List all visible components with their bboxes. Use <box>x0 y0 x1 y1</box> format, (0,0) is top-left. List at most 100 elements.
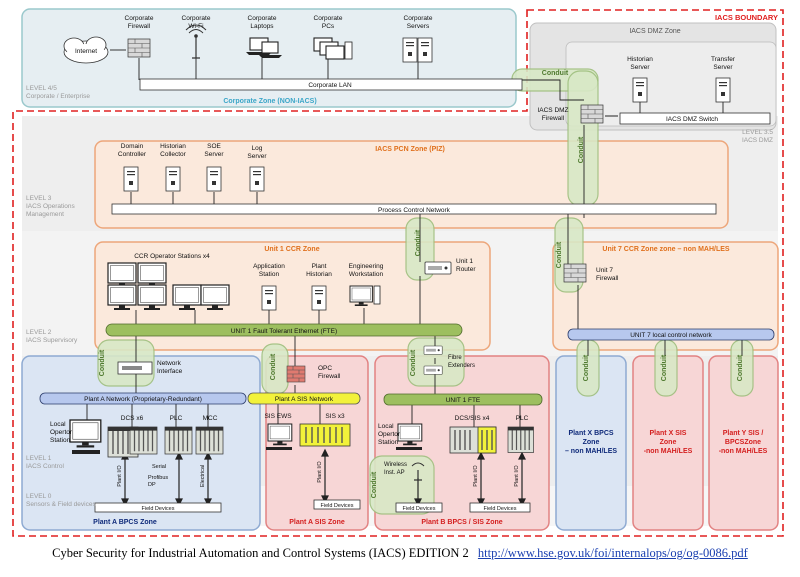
laptops-icon <box>246 37 282 58</box>
plant-a-serial-label: Serial <box>152 464 166 470</box>
conduit-label: Conduit <box>556 241 563 268</box>
plant-a-sis-network-bus <box>247 392 361 405</box>
plant-b-plant-io-label: Plant I/O <box>514 465 520 487</box>
unit1-operator-stations-label: CCR Operator Stations x4 <box>134 253 210 260</box>
plant-historian-icon <box>311 285 327 311</box>
caption-link[interactable]: http://www.hse.gov.uk/foi/internalops/og… <box>477 546 748 560</box>
conduit-plant-b <box>407 337 465 387</box>
plc-cabinet-icon <box>164 426 193 455</box>
dmz-firewall-icon <box>580 104 604 124</box>
figure-caption: Cyber Security for Industrial Automation… <box>0 546 800 561</box>
soe-server-icon <box>206 166 222 192</box>
corporate-internet-label: Internet <box>75 48 97 55</box>
zones-unit1-ccr-label: Unit 1 CCR Zone <box>264 246 319 253</box>
dcs-sis-cabinet-icon <box>449 426 497 454</box>
plant-b-network-label: UNIT 1 FTE <box>446 397 481 404</box>
zones-plant-a-bpcs-label: Plant A BPCS Zone <box>93 519 157 526</box>
buses <box>39 78 775 513</box>
plant-b-field-devices-label: Field Devices <box>402 506 435 512</box>
unit7-network-label: UNIT 7 local control network <box>630 332 712 339</box>
corporate-lan-bus <box>139 78 523 91</box>
plant-a-sis-network-label: Plant A SIS Network <box>275 396 334 403</box>
connection-lines <box>86 49 743 427</box>
sis-ews-icon <box>266 423 293 450</box>
plant-b-plc-label: PLC <box>516 415 529 422</box>
dmz-switch-label: IACS DMZ Switch <box>666 116 718 123</box>
plant-a-dcs-label: DCS x6 <box>121 415 144 422</box>
conduit-label: Conduit <box>410 349 417 376</box>
dmz-switch-bus <box>619 112 771 125</box>
plant-a-plant-io-label: Plant I/O <box>117 465 123 487</box>
historian-server-icon <box>632 77 648 103</box>
boundary-label-label: IACS BOUNDARY <box>715 13 778 22</box>
plant-b-field-devices-label: Field Devices <box>483 506 516 512</box>
corporate-pcs-icon <box>313 37 353 60</box>
plant-a-field-devices-label: Field Devices <box>141 506 174 512</box>
zones-plant-y-label: Plant Y SIS /BPCSZone-non MAH/LES <box>719 430 768 455</box>
domain-controller-icon <box>123 166 139 192</box>
unit1-fte-bus <box>105 323 463 337</box>
plant-b-field-devices-bus-2 <box>469 502 531 513</box>
conduit-label: Conduit <box>99 349 106 376</box>
plant-b-local-station-icon <box>396 423 423 450</box>
fibre-extender-icon <box>423 365 443 375</box>
plant-a-plc-label: PLC <box>170 415 183 422</box>
zones-pcn-label: IACS PCN Zone (PIZ) <box>375 146 445 153</box>
plant-a-sis-sis-label: SIS x3 <box>325 413 345 420</box>
plant-a-mcc-label: MCC <box>203 415 218 422</box>
conduit-label: Conduit <box>270 353 277 380</box>
internet-cloud-icon <box>63 36 109 64</box>
engineering-workstation-icon <box>349 285 381 307</box>
conduit-label: Conduit <box>661 354 668 381</box>
plant-b-plc-cabinet-icon <box>507 426 535 454</box>
plant-a-sis-sis-ews-label: SIS EWS <box>264 413 292 420</box>
pcn-network-label: Process Control Network <box>378 207 451 214</box>
conduit-label: Conduit <box>415 229 422 256</box>
conduit-label: Conduit <box>542 70 569 77</box>
conduit-label: Conduit <box>737 354 744 381</box>
sis-cabinet-icon <box>299 423 351 447</box>
iacs-boundary-line <box>12 9 784 537</box>
application-station-icon <box>261 285 277 311</box>
fibre-extender-icon <box>423 345 443 355</box>
unit7-firewall-icon <box>563 263 587 283</box>
plant-a-sis-plant-io-label: Plant I/O <box>317 461 323 483</box>
zones-plant-b-label: Plant B BPCS / SIS Zone <box>421 519 502 526</box>
plant-b-fte-bus <box>383 393 543 406</box>
plant-a-sis-field-devices-bus <box>313 499 361 510</box>
caption-text: Cyber Security for Industrial Automation… <box>52 546 469 560</box>
plant-b-dcs-sis-label: DCS/SIS x4 <box>455 415 490 422</box>
transfer-server-icon <box>715 77 731 103</box>
plant-a-local-station-icon <box>69 419 102 454</box>
device-icons <box>63 24 731 481</box>
zones-corporate-label: Corporate Zone (NON-IACS) <box>223 98 316 105</box>
log-server-icon <box>249 166 265 192</box>
corporate-server-icon <box>417 37 433 63</box>
zones-dmz-label: IACS DMZ Zone <box>629 28 680 35</box>
unit7-network-bus <box>567 328 775 341</box>
